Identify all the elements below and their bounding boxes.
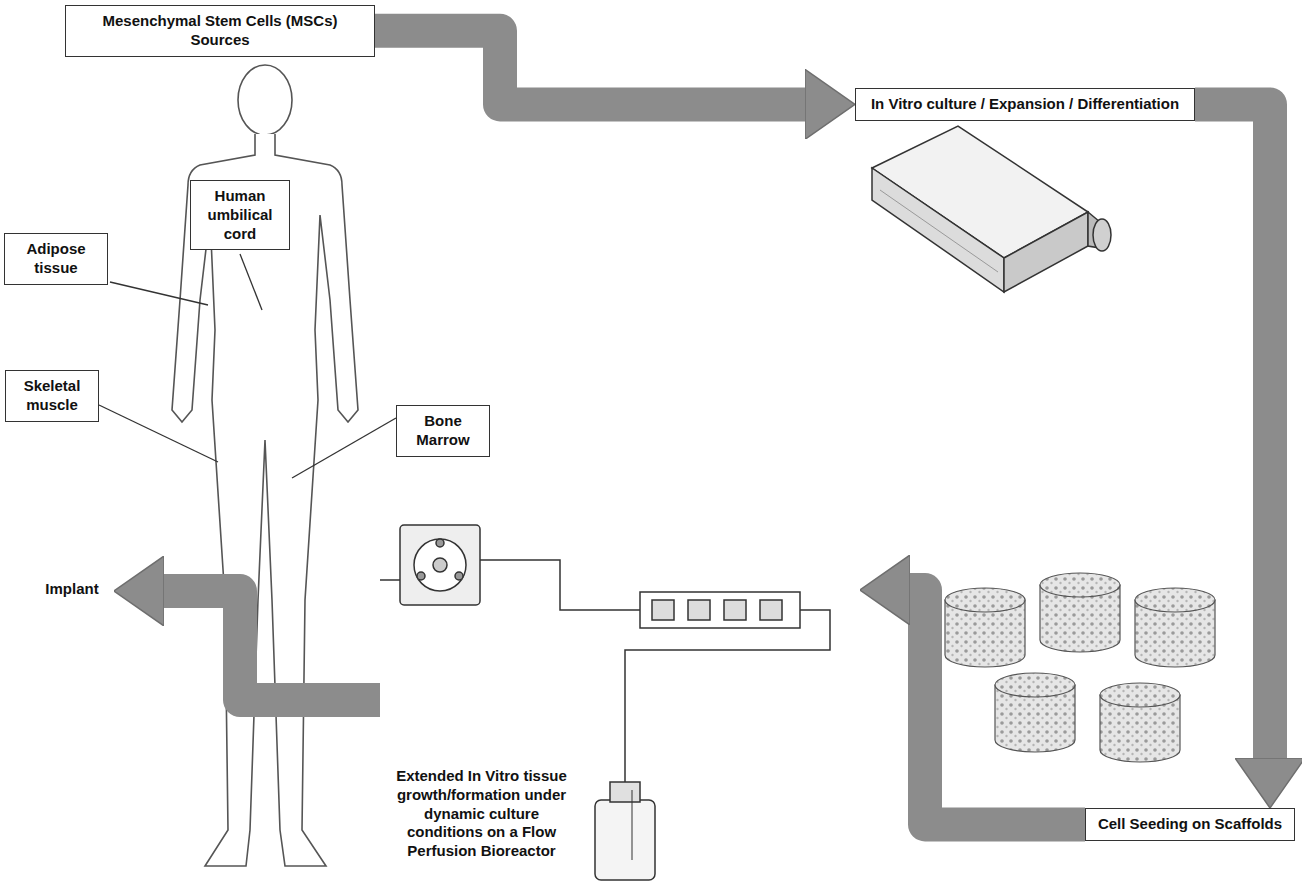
flow-perfusion-bioreactor xyxy=(380,525,830,880)
leader-lines xyxy=(99,254,396,478)
bioreactor-step: Extended In Vitro tissue growth/formatio… xyxy=(380,515,860,890)
flow-arrow xyxy=(1195,104,1270,758)
node-text: Implant xyxy=(30,578,114,601)
source-title-box: Mesenchymal Stem Cells (MSCs) Sources xyxy=(65,5,375,57)
source-box: Adipose tissue xyxy=(4,233,108,285)
scaffold-top xyxy=(995,673,1075,697)
step-box: In Vitro culture / Expansion / Different… xyxy=(855,88,1195,121)
flow-arrow xyxy=(375,31,805,105)
scaffold-top xyxy=(1040,573,1120,597)
flow-arrow xyxy=(910,590,1085,824)
culture-flask xyxy=(872,126,1111,292)
implant-label-box: Implant xyxy=(30,578,114,604)
scaffold-top xyxy=(945,588,1025,612)
node-text: Human umbilical cord xyxy=(199,187,281,243)
node-text: Adipose tissue xyxy=(13,240,99,278)
node-text: Extended In Vitro tissue growth/formatio… xyxy=(380,765,583,863)
step-box: Cell Seeding on Scaffolds xyxy=(1085,808,1295,841)
source-box: Bone Marrow xyxy=(396,405,490,457)
node-text: Skeletal muscle xyxy=(14,377,90,415)
node-text: Cell Seeding on Scaffolds xyxy=(1094,815,1286,834)
node-text: Mesenchymal Stem Cells (MSCs) Sources xyxy=(74,12,366,50)
scaffold-top xyxy=(1135,588,1215,612)
source-box: Human umbilical cord xyxy=(190,180,290,250)
source-box: Skeletal muscle xyxy=(5,370,99,422)
porous-scaffolds xyxy=(945,573,1215,762)
human-figure xyxy=(172,65,358,866)
scaffold-top xyxy=(1100,683,1180,707)
node-text: In Vitro culture / Expansion / Different… xyxy=(864,95,1186,114)
node-text: Bone Marrow xyxy=(405,412,481,450)
flow-arrow xyxy=(164,591,380,700)
